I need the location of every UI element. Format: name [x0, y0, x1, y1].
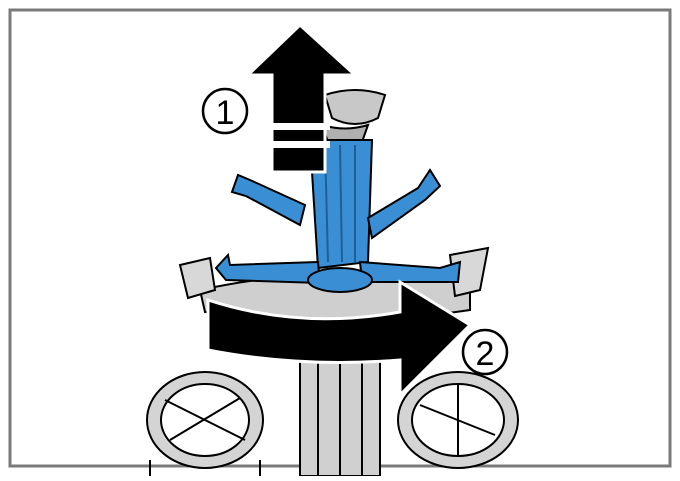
- step-1-badge: 1: [203, 89, 247, 133]
- step-2-badge: 2: [463, 330, 507, 374]
- base-right-wheel: [398, 372, 518, 468]
- step-1-number: 1: [216, 94, 235, 132]
- step-2-number: 2: [476, 335, 495, 373]
